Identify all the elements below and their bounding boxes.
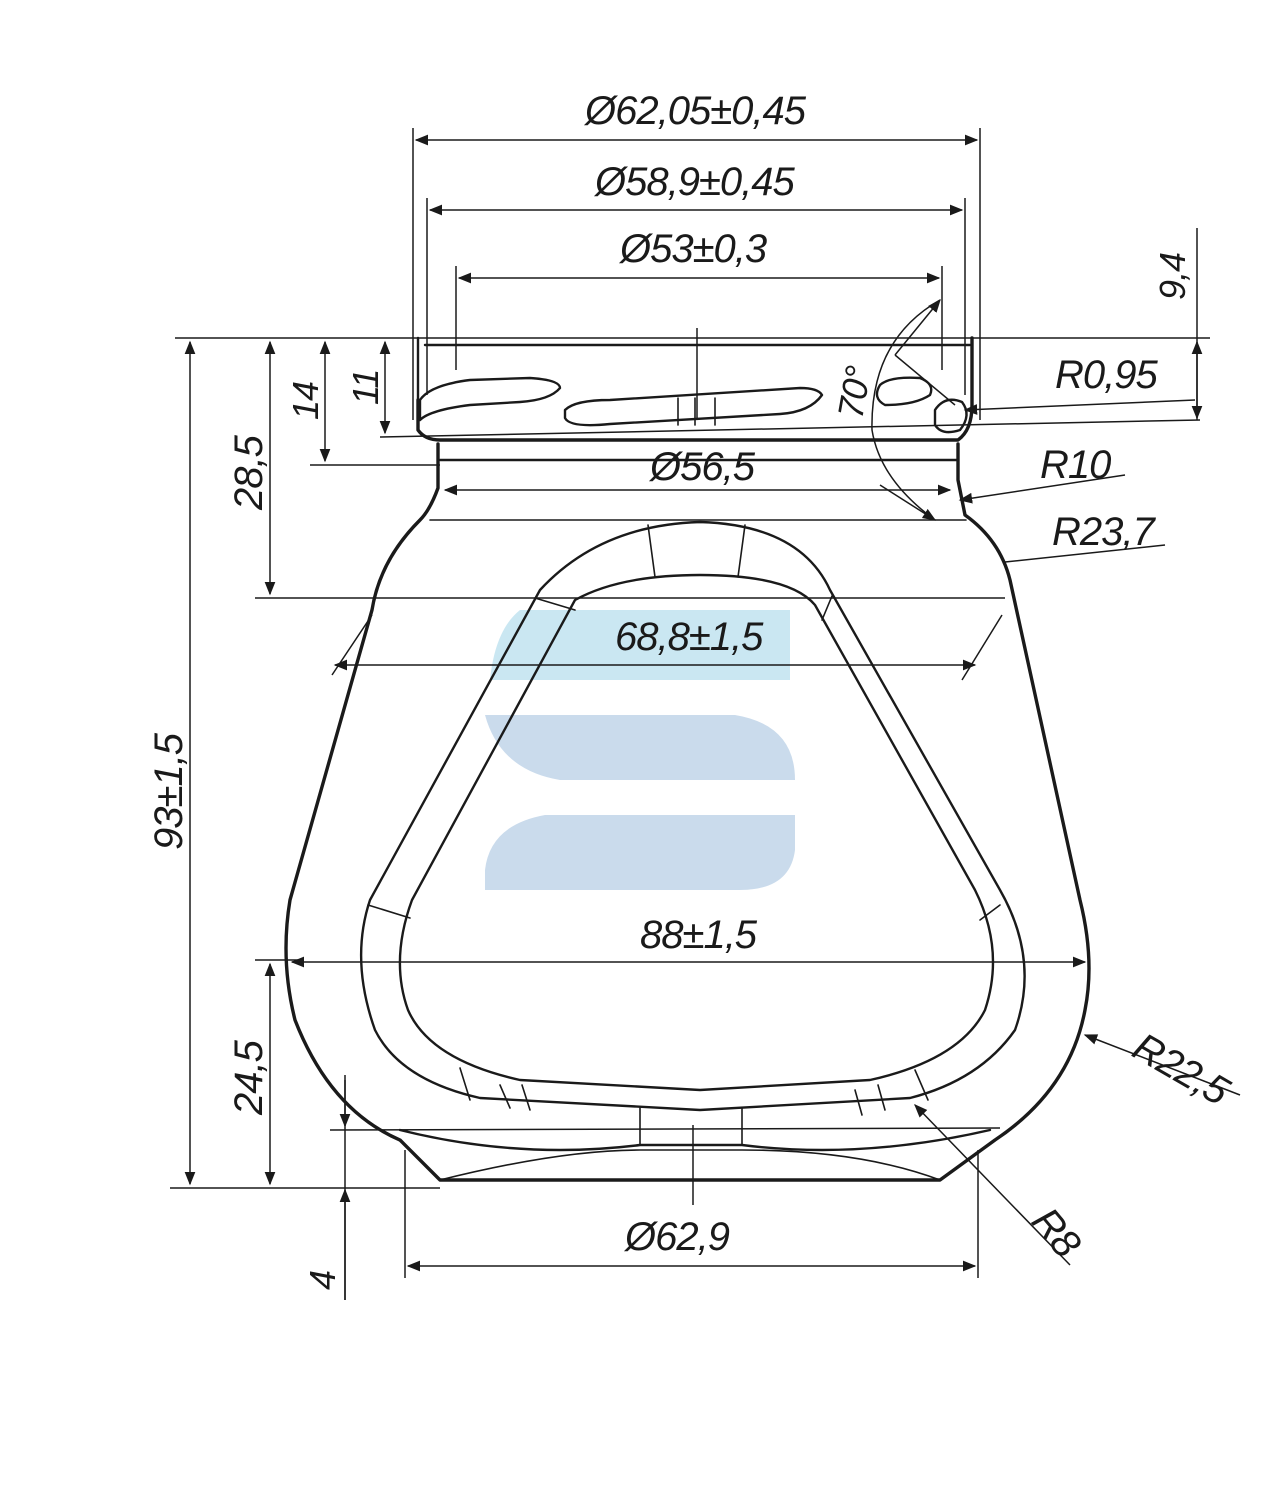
- label-r-lip: R0,95: [1055, 353, 1158, 397]
- label-r-22-5: R22,5: [1126, 1025, 1238, 1115]
- label-h-4: 4: [302, 1271, 343, 1290]
- triangle-panel: [359, 520, 1026, 1181]
- label-d-neck-ring: Ø56,5: [648, 445, 756, 489]
- panel-inner: [398, 573, 995, 1092]
- body-outer-contour: [284, 442, 1091, 1182]
- label-r-23-7: R23,7: [1052, 510, 1156, 554]
- neck-finish: [416, 336, 974, 442]
- label-h-28-5: 28,5: [227, 434, 271, 511]
- label-h-11: 11: [345, 370, 386, 405]
- label-d-outer-neck: Ø62,05±0,45: [583, 89, 807, 133]
- dimension-labels: Ø62,05±0,45 Ø58,9±0,45 Ø53±0,3 9,4 R0,95…: [147, 89, 1237, 1290]
- label-d-inner-neck: Ø53±0,3: [618, 227, 767, 271]
- thread-left: [418, 376, 562, 422]
- label-w-body: 88±1,5: [640, 913, 758, 957]
- label-h-total: 93±1,5: [147, 732, 191, 850]
- label-h-14: 14: [285, 382, 326, 420]
- label-w-shoulder: 68,8±1,5: [615, 615, 764, 659]
- label-r-10: R10: [1040, 443, 1111, 487]
- label-d-thread: Ø58,9±0,45: [593, 160, 796, 204]
- panel-outer: [359, 520, 1026, 1112]
- thread-right: [875, 376, 933, 407]
- label-d-base: Ø62,9: [623, 1215, 730, 1259]
- dimension-lines: [170, 128, 1241, 1300]
- label-angle: 70°: [830, 363, 879, 421]
- thread-center: [563, 386, 824, 427]
- label-h-top: 9,4: [1152, 253, 1193, 300]
- label-h-24-5: 24,5: [227, 1039, 271, 1116]
- bottle-outline: [284, 336, 1091, 1182]
- label-r-8: R8: [1023, 1200, 1089, 1267]
